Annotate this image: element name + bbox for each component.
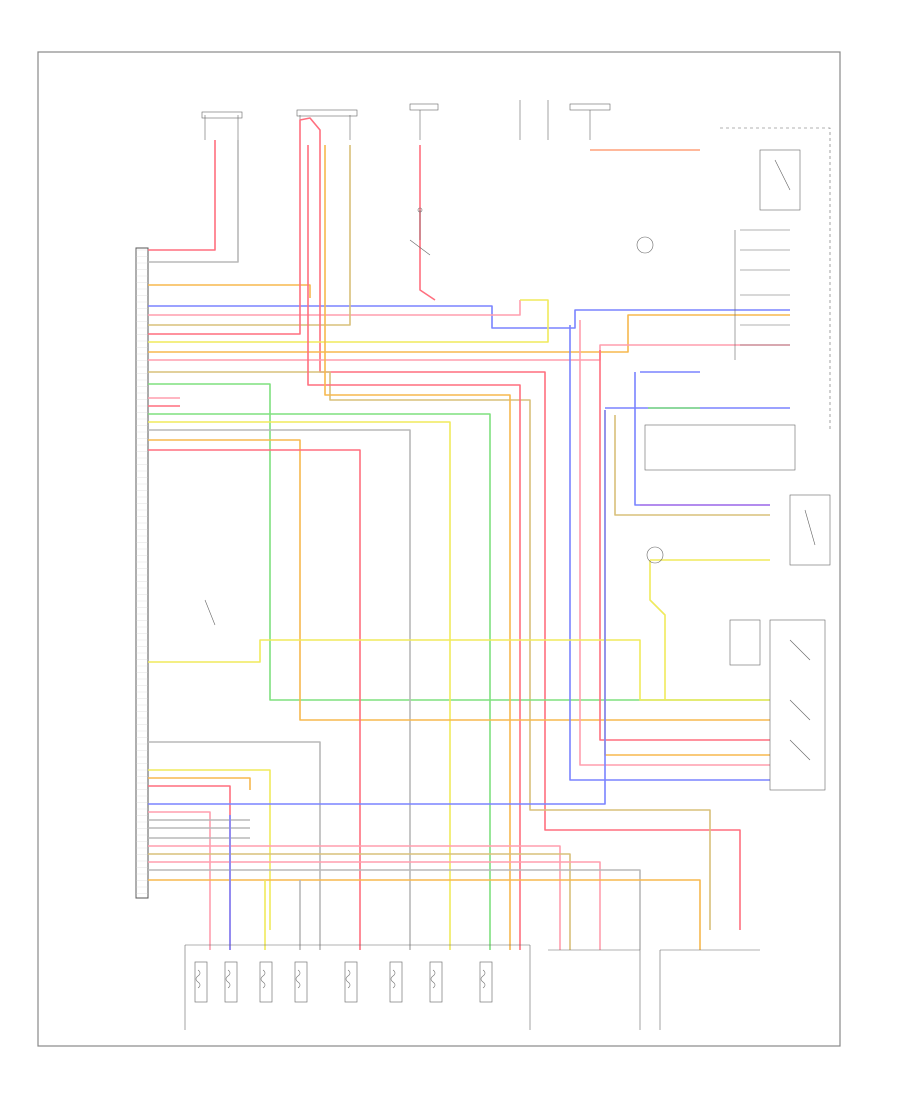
diagram-frame xyxy=(37,51,841,1047)
solenoid-symbol xyxy=(344,961,358,1003)
solenoid-coil xyxy=(345,969,351,989)
top-power-sources xyxy=(201,100,611,140)
ecm-connector xyxy=(135,247,149,899)
right-components xyxy=(204,127,831,791)
solenoid-coil xyxy=(225,969,231,989)
solenoid-coil xyxy=(260,969,266,989)
solenoid-coil xyxy=(390,969,396,989)
wires xyxy=(148,117,790,950)
solenoid-symbol xyxy=(389,961,403,1003)
solenoid-symbol xyxy=(429,961,443,1003)
solenoid-coil xyxy=(295,969,301,989)
solenoid-coil xyxy=(430,969,436,989)
solenoid-coil xyxy=(195,969,201,989)
solenoid-symbols xyxy=(194,961,493,1003)
ecm-pin-labels xyxy=(136,249,148,894)
solenoid-symbol xyxy=(259,961,273,1003)
bottom-connectors xyxy=(184,944,760,1030)
solenoid-symbol xyxy=(479,961,493,1003)
solenoid-symbol xyxy=(294,961,308,1003)
solenoid-coil xyxy=(480,969,486,989)
solenoid-symbol xyxy=(224,961,238,1003)
solenoid-symbol xyxy=(194,961,208,1003)
